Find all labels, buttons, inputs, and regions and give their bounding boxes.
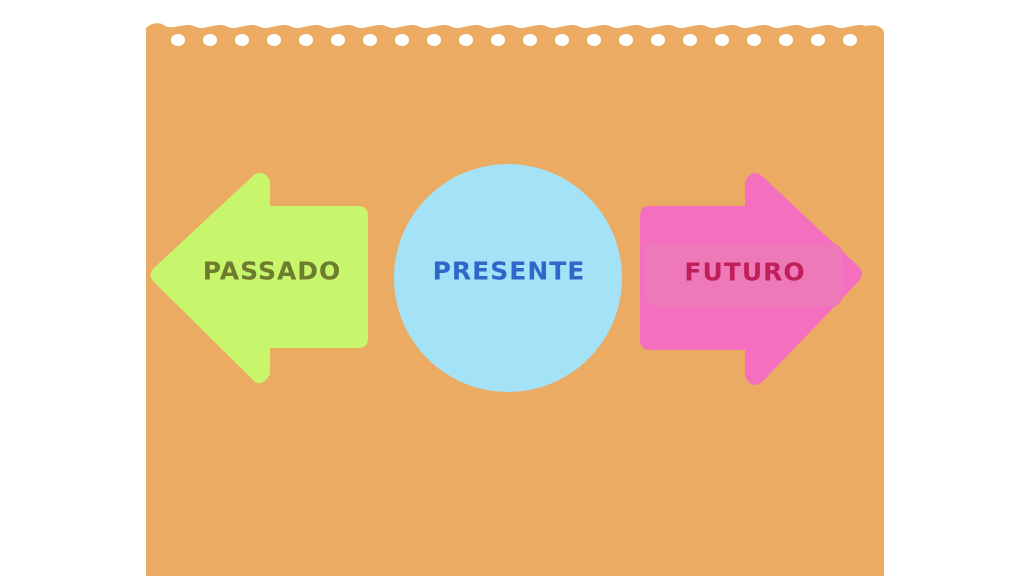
binding-hole [587,34,601,46]
binding-hole [523,34,537,46]
binding-hole [363,34,377,46]
future-label-band [646,244,842,306]
past-label: PASSADO [202,256,342,286]
binding-hole [555,34,569,46]
binding-hole [459,34,473,46]
binding-hole [331,34,345,46]
future-label: FUTURO [684,257,806,287]
present-circle-shape [394,164,622,392]
binding-hole [267,34,281,46]
binding-hole [811,34,825,46]
binding-hole [747,34,761,46]
binding-hole [395,34,409,46]
binding-hole [619,34,633,46]
binding-hole [843,34,857,46]
binding-hole [171,34,185,46]
binding-hole [651,34,665,46]
binding-hole [491,34,505,46]
binding-hole [779,34,793,46]
binding-hole [299,34,313,46]
binding-holes [171,34,857,46]
past-arrow-shape [150,172,368,383]
binding-hole [715,34,729,46]
binding-hole [235,34,249,46]
binding-hole [203,34,217,46]
binding-hole [427,34,441,46]
binding-hole [683,34,697,46]
present-label: PRESENTE [432,256,586,286]
